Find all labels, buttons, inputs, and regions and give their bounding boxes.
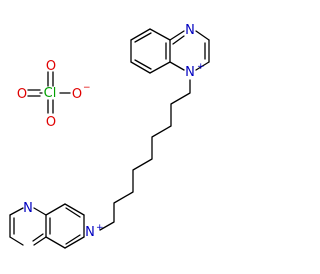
nitrogen-atom: N [185,23,195,38]
alkyl-chain [99,79,191,231]
bond [45,236,66,249]
oxygen-atom: O [46,115,56,130]
bond [64,203,85,216]
oxygen-atom: O [46,59,56,74]
nitrogen-atom: N [185,65,195,80]
bond [130,61,151,74]
perchlorate-anion: Cl O O O O − [17,59,91,130]
bond [195,61,210,71]
nitrogen-atom: N [85,225,95,240]
bond [33,207,47,216]
double-bond [65,207,81,218]
double-bond [134,59,152,70]
positive-charge: + [197,62,205,72]
nitrogen-atom: N [23,201,33,216]
molecule-drawing: N N + N N + [9,23,210,249]
positive-charge: + [96,223,104,233]
oxygen-atom: O [17,87,27,102]
top-quinoxaline: N N + [130,23,210,80]
bond [130,28,151,41]
bond [9,207,24,216]
bond [149,61,171,74]
oxygen-atom: O [72,87,82,102]
double-bond [134,32,152,43]
bond [9,236,24,246]
negative-charge: − [83,83,91,93]
double-bond [32,233,44,242]
bond [33,236,47,246]
bond [169,61,185,71]
structure-canvas: N N + N N + [9,23,210,249]
bond [64,236,85,249]
bond [169,30,185,41]
double-bond [172,35,185,45]
bond [45,203,66,216]
bond [195,30,210,41]
bond [149,28,171,41]
chlorine-atom: Cl [44,86,57,101]
double-bond [65,234,81,245]
bottom-quinoxaline: N N + [9,201,104,249]
